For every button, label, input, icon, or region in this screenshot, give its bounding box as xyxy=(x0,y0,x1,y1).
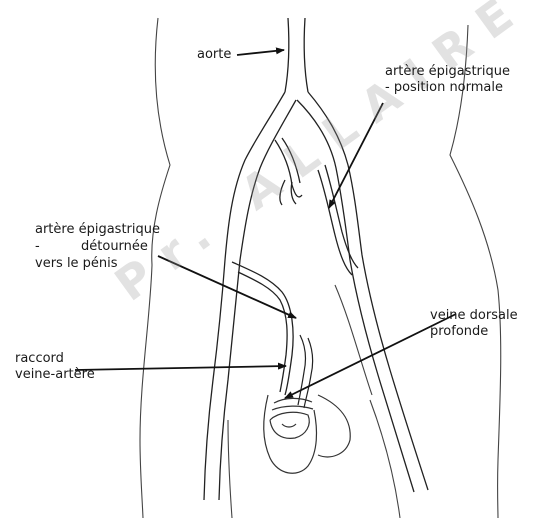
scrotum-outline xyxy=(318,395,350,457)
label-deep-dorsal-vein-line2: profonde xyxy=(430,324,488,340)
penis-drawing xyxy=(264,395,350,473)
left-thigh-inner xyxy=(228,420,232,518)
foreskin-folds xyxy=(272,398,313,410)
groin-crease xyxy=(335,285,372,395)
deep-dorsal-vein xyxy=(298,335,313,408)
label-epigastric-normal-line2: - position normale xyxy=(385,80,503,96)
label-vein-artery-link-line2: veine-artère xyxy=(15,367,95,383)
right-thigh-inner xyxy=(370,400,400,518)
label-epigastric-diverted-line3: vers le pénis xyxy=(35,256,118,272)
label-epigastric-diverted-line2: - détournée xyxy=(35,239,148,255)
vein-artery-link-pointer xyxy=(75,366,286,370)
aorta-pointer xyxy=(237,50,284,55)
epigastric-diverted-vessel xyxy=(232,262,293,395)
label-epigastric-normal-line1: artère épigastrique xyxy=(385,64,510,80)
label-epigastric-diverted-line1: artère épigastrique xyxy=(35,222,160,238)
label-deep-dorsal-vein-line1: veine dorsale xyxy=(430,308,518,324)
label-vein-artery-link-line1: raccord xyxy=(15,351,64,367)
right-flank-outline xyxy=(450,25,501,518)
glans xyxy=(270,412,309,438)
aorta-vessel xyxy=(285,18,308,92)
label-aorta: aorte xyxy=(197,47,231,63)
urethral-meatus xyxy=(282,424,296,427)
